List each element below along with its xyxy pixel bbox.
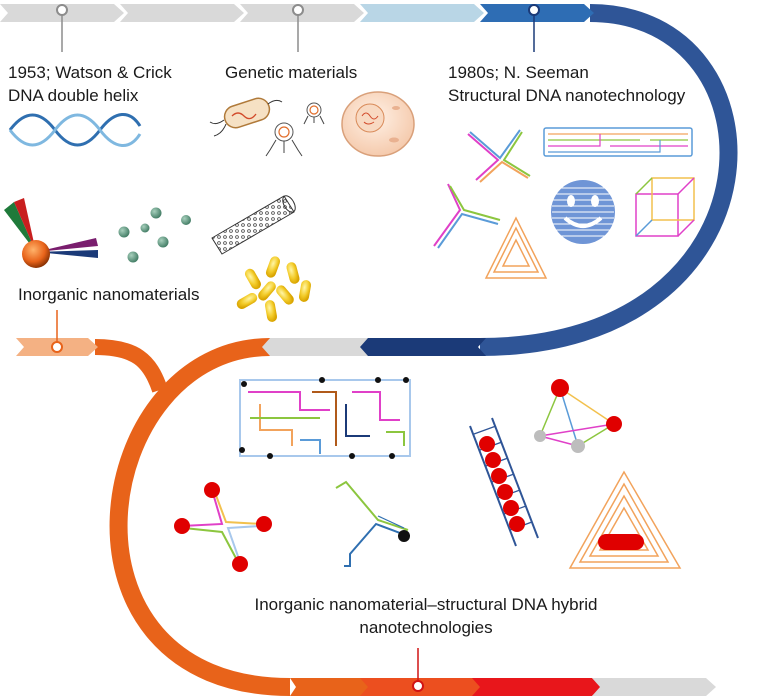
bottom-arrow-1 <box>290 678 380 696</box>
gold-nanorods-icon <box>236 256 312 322</box>
four-way-junction-icon <box>467 129 531 183</box>
bottom-arrow-2 <box>360 678 488 696</box>
seeman-line2: Structural DNA nanotechnology <box>448 86 686 105</box>
marker-hybrid <box>412 648 424 692</box>
dna-triangle-icon <box>484 216 548 279</box>
orange-timeline-curve <box>109 338 291 696</box>
marker-seeman <box>528 4 540 52</box>
marker-genetic <box>292 4 304 52</box>
bottom-arrow-row <box>290 678 716 696</box>
cell-icon <box>341 91 415 157</box>
bacterium-icon <box>209 97 283 137</box>
virus-icon-1 <box>265 122 303 157</box>
bottom-arrow-4 <box>592 678 716 696</box>
seeman-line1: 1980s; N. Seeman <box>448 63 589 82</box>
quantum-dot-icon <box>4 198 98 268</box>
marker-watson-crick <box>56 4 68 52</box>
blue-timeline-curve <box>479 4 738 356</box>
nanoparticle-tetrahedron-icon <box>534 379 622 453</box>
watson-crick-line1: 1953; Watson & Crick <box>8 63 172 82</box>
green-nanoparticles-icon <box>118 207 191 263</box>
dna-triangle-rod-icon <box>568 470 682 569</box>
nanoparticle-chain-icon <box>469 417 539 547</box>
dna-three-way-junction-bead-icon <box>335 480 410 567</box>
smiley-origami-icon <box>551 180 615 244</box>
watson-crick-line2: DNA double helix <box>8 86 139 105</box>
three-way-junction-icon <box>433 183 501 249</box>
genetic-materials-label: Genetic materials <box>225 63 357 82</box>
bottom-arrow-3 <box>472 678 602 696</box>
middle-arrow-grey <box>262 338 370 356</box>
nanoparticle-four-way-junction-icon <box>174 482 272 572</box>
marker-inorganic <box>51 310 63 353</box>
orange-branch-curve <box>94 339 168 393</box>
hybrid-line1: Inorganic nanomaterial–structural DNA hy… <box>254 595 597 614</box>
top-arrow-4 <box>360 4 484 22</box>
dna-cube-icon <box>635 177 695 237</box>
dna-origami-lattice-icon <box>239 377 411 459</box>
carbon-nanotube-icon <box>211 195 296 255</box>
virus-icon-2 <box>303 102 325 125</box>
middle-arrow-navy <box>360 338 486 356</box>
hybrid-line2: nanotechnologies <box>359 618 492 637</box>
inorganic-nanomaterials-label: Inorganic nanomaterials <box>18 285 199 304</box>
top-arrow-2 <box>120 4 244 22</box>
dna-lattice-strip-icon <box>543 127 693 157</box>
dna-double-helix-icon <box>8 113 142 147</box>
